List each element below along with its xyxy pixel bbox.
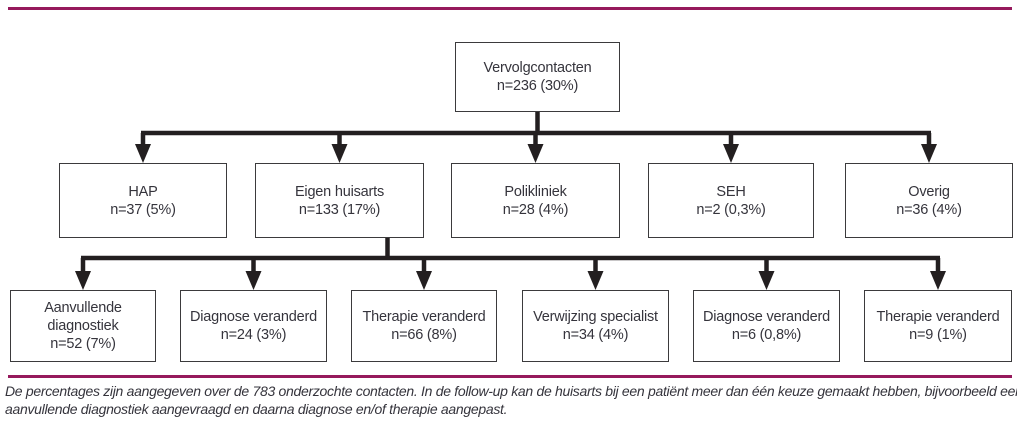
- figure-caption: De percentages zijn aangegeven over de 7…: [5, 382, 1017, 418]
- node-hap: HAP n=37 (5%): [59, 163, 227, 238]
- node-value: n=133 (17%): [298, 201, 381, 218]
- node-value: n=34 (4%): [562, 327, 629, 343]
- node-value: n=2 (0,3%): [696, 201, 766, 218]
- node-value: n=52 (7%): [50, 336, 116, 352]
- node-value: n=36 (4%): [896, 201, 962, 218]
- node-label: Eigen huisarts: [294, 183, 385, 200]
- caption-line-2: aanvullende diagnostiek aangevraagd en d…: [5, 401, 508, 417]
- caption-line-1: De percentages zijn aangegeven over de 7…: [5, 383, 1017, 399]
- node-value: n=24 (3%): [220, 327, 287, 343]
- node-value: n=9 (1%): [909, 327, 967, 343]
- top-accent-rule: [8, 7, 1012, 10]
- node-label: Therapie veranderd: [362, 309, 486, 325]
- node-value: n=28 (4%): [502, 201, 569, 218]
- node-label: Diagnose veranderd: [703, 309, 830, 325]
- node-aanvullende-diagnostiek: Aanvullende diagnostiek n=52 (7%): [10, 290, 156, 362]
- node-verwijzing-specialist: Verwijzing specialist n=34 (4%): [522, 290, 669, 362]
- node-label: Aanvullende diagnostiek: [44, 300, 122, 334]
- node-value: n=6 (0,8%): [731, 327, 802, 343]
- node-eigen-huisarts: Eigen huisarts n=133 (17%): [255, 163, 424, 238]
- node-value: n=37 (5%): [110, 201, 176, 218]
- node-value: n=236 (30%): [496, 78, 579, 94]
- node-label: Vervolgcontacten: [483, 60, 592, 76]
- node-seh: SEH n=2 (0,3%): [648, 163, 814, 238]
- node-label: Overig: [908, 183, 950, 200]
- node-overig: Overig n=36 (4%): [845, 163, 1013, 238]
- node-label: Therapie veranderd: [876, 309, 1000, 325]
- node-label: Diagnose veranderd: [190, 309, 317, 325]
- node-polikliniek: Polikliniek n=28 (4%): [451, 163, 620, 238]
- node-diagnose-veranderd-2: Diagnose veranderd n=6 (0,8%): [693, 290, 840, 362]
- node-value: n=66 (8%): [391, 327, 457, 343]
- node-label: Verwijzing specialist: [533, 309, 658, 325]
- node-label: HAP: [128, 183, 158, 200]
- node-therapie-veranderd-2: Therapie veranderd n=9 (1%): [864, 290, 1012, 362]
- node-diagnose-veranderd-1: Diagnose veranderd n=24 (3%): [180, 290, 327, 362]
- node-label: Polikliniek: [504, 183, 567, 200]
- node-vervolgcontacten: Vervolgcontacten n=236 (30%): [455, 42, 620, 112]
- node-therapie-veranderd-1: Therapie veranderd n=66 (8%): [351, 290, 497, 362]
- node-label: SEH: [716, 183, 746, 200]
- bottom-accent-rule: [8, 375, 1012, 378]
